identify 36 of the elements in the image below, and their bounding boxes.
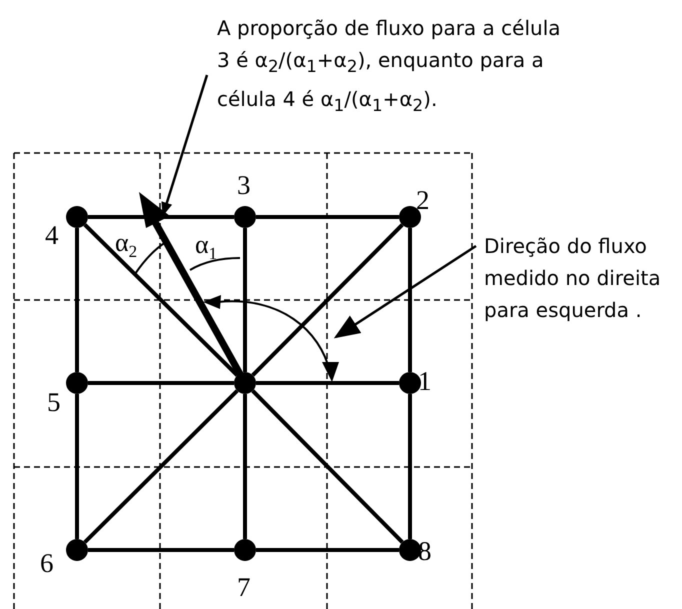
grid-connector bbox=[75, 394, 79, 539]
grid-connector bbox=[83, 389, 239, 544]
grid-connector bbox=[256, 215, 399, 219]
node-number: 1 bbox=[418, 368, 432, 395]
grid-connector bbox=[88, 548, 234, 552]
node-dot bbox=[399, 539, 421, 561]
grid-connector bbox=[88, 381, 234, 385]
node-dot bbox=[234, 539, 256, 561]
grid-connector bbox=[75, 228, 79, 372]
node-dot bbox=[66, 206, 88, 228]
node-number: 7 bbox=[237, 574, 250, 601]
node-number: 5 bbox=[47, 389, 60, 416]
node-number: 2 bbox=[416, 187, 430, 214]
grid-connector bbox=[251, 223, 404, 377]
grid-connector bbox=[83, 223, 239, 377]
node-dot bbox=[66, 372, 88, 394]
node-dot bbox=[234, 206, 256, 228]
grid-connector bbox=[408, 394, 412, 539]
node-number: 3 bbox=[237, 172, 250, 199]
grid-connector bbox=[408, 228, 412, 372]
callout-text: A proporção de fluxo para a célula 3 é α$_{2}$/(α$_{1}$+α$_{2}$), enquanto para a célula 4 é α$_{1}$/(α$_{1}$+α$_{2}$). bbox=[217, 12, 577, 122]
grid-connector bbox=[243, 228, 247, 372]
grid-connector bbox=[88, 215, 234, 219]
node-number: 6 bbox=[40, 550, 54, 577]
grid-connector bbox=[251, 389, 404, 544]
node-number: 4 bbox=[45, 222, 58, 249]
angle-label: α$_{2}$ bbox=[115, 230, 138, 264]
leader-line bbox=[334, 244, 477, 338]
grid-connector bbox=[256, 548, 399, 552]
node-number: 8 bbox=[418, 538, 432, 565]
node-dot bbox=[399, 372, 421, 394]
grid-connector bbox=[256, 381, 399, 385]
node-dot bbox=[66, 539, 88, 561]
callout-text: Direção do fluxo medido no direita para esquerda . bbox=[484, 230, 680, 326]
grid-connector bbox=[243, 394, 247, 539]
angle-label: α$_{1}$ bbox=[195, 232, 218, 266]
